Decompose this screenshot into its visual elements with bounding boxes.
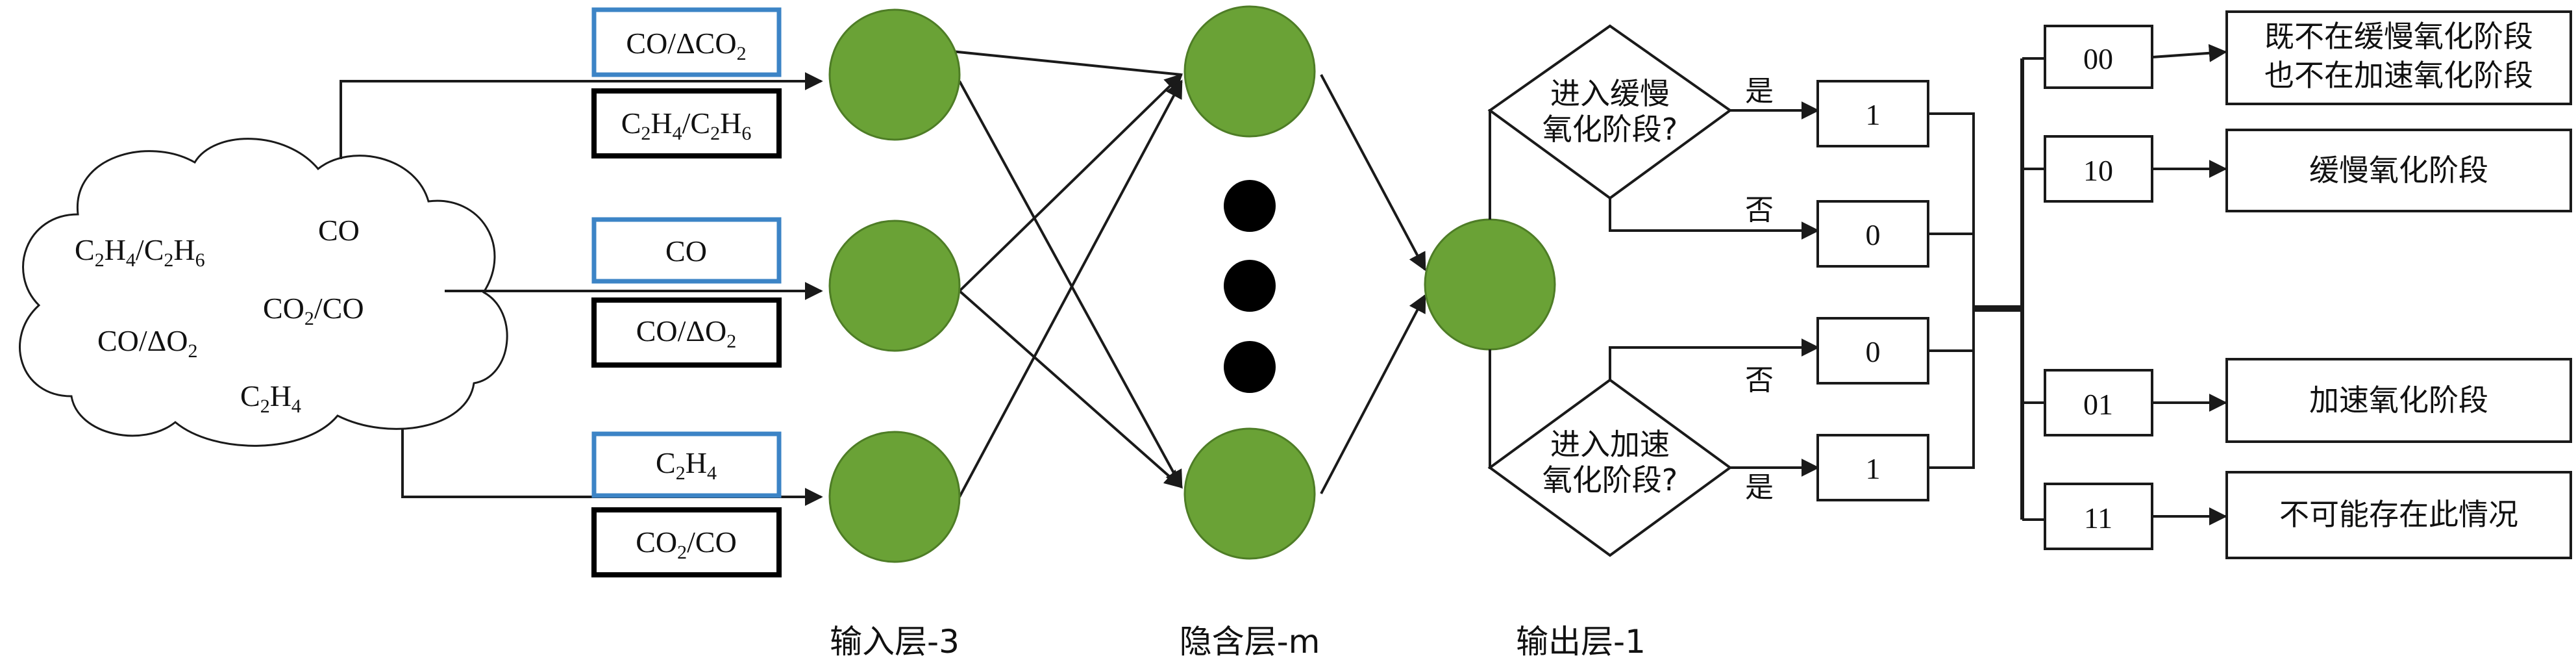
code-00: 00 (2083, 42, 2113, 75)
feature-label-co: CO (665, 234, 707, 268)
code-01: 01 (2083, 388, 2113, 421)
result-box-impossible (2225, 471, 2572, 559)
result-fast: 加速氧化阶段 (2309, 383, 2488, 418)
result-slow: 缓慢氧化阶段 (2309, 153, 2488, 188)
feature-label-co-do2: CO/ΔO2 (636, 314, 736, 352)
output-layer-label: 输出层-1 (1516, 623, 1646, 661)
feature-cloud: C2H4/C2H6 CO CO2/CO CO/ΔO2 C2H4 (19, 138, 508, 447)
result-box-fast (2225, 358, 2572, 443)
hidden-ellipsis-dot-3 (1224, 341, 1276, 393)
output-neuron (1424, 218, 1556, 351)
cloud-item-c2h4: C2H4 (240, 379, 301, 417)
code-11: 11 (2084, 501, 2112, 535)
hidden-layer-label: 隐含层-m (1180, 623, 1320, 661)
decision-slow-yes-label: 是 (1745, 75, 1774, 108)
cloud-item-co: CO (318, 214, 360, 247)
feature-box-co2-co (591, 507, 782, 577)
input-neuron-1 (828, 8, 961, 141)
fast-yes-value: 1 (1866, 452, 1881, 485)
result-neither-line1: 既不在缓慢氧化阶段 (2264, 19, 2533, 54)
hidden-layer (1183, 5, 1316, 560)
cloud-item-c2h4-c2h6: C2H4/C2H6 (75, 233, 205, 271)
code-to-result-arrows (2151, 44, 2227, 525)
feature-box-co-dco2 (591, 7, 782, 77)
result-impossible: 不可能存在此情况 (2279, 497, 2518, 532)
code-box-11 (2044, 483, 2153, 550)
decision-slow-line2: 氧化阶段? (1542, 112, 1678, 147)
feature-box-co-do2 (591, 297, 782, 368)
combination-bus (1928, 57, 2045, 521)
hidden-neuron-1 (1183, 5, 1316, 138)
fast-no-value: 0 (1866, 335, 1881, 368)
cloud-item-co-do2: CO/ΔO2 (97, 324, 197, 362)
decision-slow-no-label: 否 (1745, 194, 1774, 227)
feature-label-co-dco2: CO/ΔCO2 (626, 27, 746, 64)
code-box-01 (2044, 369, 2153, 436)
feature-label-c2h4: C2H4 (656, 446, 717, 484)
hidden-ellipsis-dot-2 (1224, 260, 1276, 312)
input-layer-label: 输入层-3 (830, 623, 960, 661)
decision-fast-line2: 氧化阶段? (1542, 462, 1678, 498)
decision-diamond-fast (1487, 378, 1733, 557)
input-neuron-2 (828, 220, 961, 352)
oxidation-stage-results: 既不在缓慢氧化阶段 也不在加速氧化阶段 缓慢氧化阶段 加速氧化阶段 不可能存在此… (2225, 10, 2572, 559)
feature-box-c2h4-c2h6 (591, 88, 782, 158)
input-layer (828, 8, 961, 563)
input-neuron-3 (828, 431, 961, 563)
hidden-ellipsis-dot-1 (1224, 180, 1276, 232)
feature-box-c2h4 (591, 431, 782, 498)
output-codes: 00 10 01 11 (2044, 25, 2153, 550)
input-feature-boxes: CO/ΔCO2 C2H4/C2H6 CO CO/ΔO2 C2H4 CO2/CO (591, 7, 782, 577)
code-box-00 (2044, 25, 2153, 89)
slow-yes-value-box (1816, 80, 1929, 147)
decision-slow-line1: 进入缓慢 (1550, 76, 1670, 111)
code-10: 10 (2083, 154, 2113, 187)
slow-no-value-box (1816, 200, 1929, 268)
network-connections (894, 44, 1426, 498)
result-box-neither (2225, 10, 2572, 105)
cloud-shape (19, 138, 508, 447)
feature-label-co2-co: CO2/CO (636, 525, 737, 563)
decision-fast-line1: 进入加速 (1550, 427, 1670, 462)
decision-fast-yes-label: 是 (1745, 471, 1774, 504)
slow-yes-value: 1 (1866, 98, 1881, 131)
decision-fast-no-label: 否 (1745, 364, 1774, 397)
fast-yes-value-box (1816, 434, 1929, 501)
decision-fast-oxidation: 进入加速 氧化阶段? 否 是 0 1 (1487, 317, 1929, 557)
slow-no-value: 0 (1866, 218, 1881, 251)
feature-label-c2h4-c2h6: C2H4/C2H6 (621, 107, 752, 144)
decision-slow-oxidation: 进入缓慢 氧化阶段? 是 否 1 0 (1487, 24, 1929, 268)
feature-box-co (591, 217, 782, 284)
result-neither-line2: 也不在加速氧化阶段 (2264, 58, 2533, 93)
result-box-slow (2225, 129, 2572, 212)
output-layer (1424, 218, 1556, 351)
hidden-neuron-m (1183, 427, 1316, 560)
